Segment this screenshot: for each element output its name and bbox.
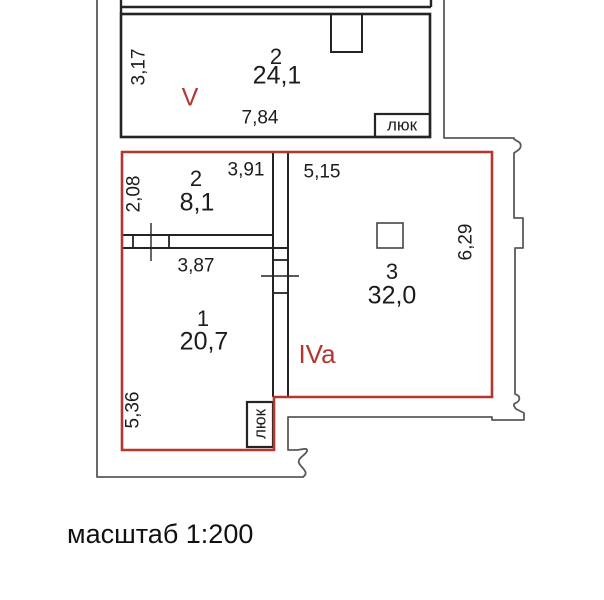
- outer-wall-outline: [96, 0, 525, 478]
- big-room-width-dim: 5,15: [303, 161, 341, 183]
- upper-room-width-dim: 7,84: [241, 107, 279, 129]
- walls: [119, 0, 433, 449]
- apartment-boundary: [120, 150, 494, 452]
- living-room-width-dim: 3,87: [177, 255, 215, 277]
- upper-room-area: 24,1: [252, 61, 302, 90]
- apartment-section-label: IVa: [298, 339, 336, 369]
- upper-room-height-dim: 3,17: [128, 48, 150, 86]
- column-symbol: [376, 222, 404, 249]
- scale-caption: масштаб 1:200: [67, 519, 254, 549]
- outer-wall-left-bottom: [96, 0, 304, 478]
- upper-room-section-label: V: [181, 83, 199, 112]
- upper-room-number: 2: [269, 44, 283, 69]
- living-room-height-dim: 5,36: [122, 391, 144, 429]
- upper-room-hatch-label: люк: [386, 115, 418, 135]
- living-room-number: 1: [196, 306, 210, 331]
- hatch-box-upper: [373, 112, 432, 139]
- big-room-number: 3: [385, 259, 399, 284]
- small-room-height-dim: 2,08: [123, 175, 145, 213]
- ventilation-shaft: [330, 13, 363, 53]
- interior-wall-vertical: [272, 152, 289, 397]
- outer-wall-right-with-break: [287, 0, 525, 478]
- living-room-area: 20,7: [179, 327, 229, 356]
- small-room-number: 2: [189, 166, 203, 191]
- big-room-height-dim: 6,29: [455, 223, 477, 261]
- top-cutoff-wall: [119, 0, 433, 14]
- living-room-hatch-label: люк: [250, 408, 270, 440]
- upper-room-outline: [119, 12, 432, 139]
- small-room-area: 8,1: [179, 188, 215, 217]
- big-room-area: 32,0: [367, 281, 417, 310]
- interior-wall-horizontal: [122, 234, 288, 249]
- small-room-width-dim: 3,91: [227, 159, 265, 181]
